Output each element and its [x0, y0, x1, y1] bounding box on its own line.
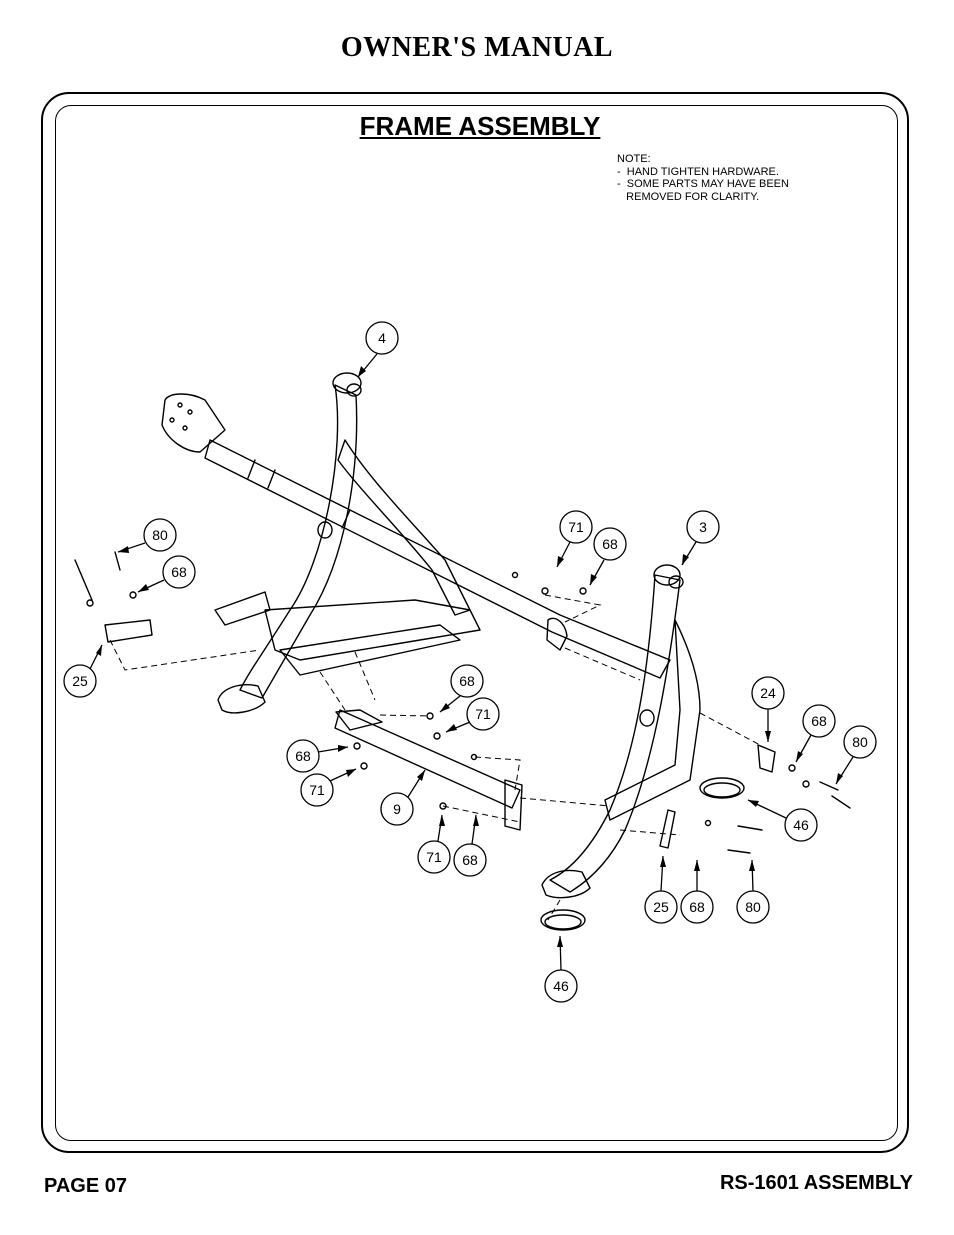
- foot-right: [541, 869, 591, 899]
- upright-4-top-bushing: [332, 372, 362, 394]
- note-line: - HAND TIGHTEN HARDWARE.: [617, 165, 779, 178]
- tube-9: [334, 709, 521, 809]
- brace-4: [337, 439, 471, 616]
- foot-left: [217, 684, 266, 714]
- callout-label: 3: [699, 519, 707, 535]
- callout-label: 25: [653, 899, 669, 915]
- callout-label: 46: [553, 978, 569, 994]
- page-number: PAGE 07: [44, 1175, 127, 1197]
- callout-label: 24: [760, 685, 776, 701]
- callout-label: 68: [689, 899, 705, 915]
- callout-label: 9: [393, 801, 401, 817]
- callout-label: 80: [152, 527, 168, 543]
- main-tube: [204, 439, 671, 679]
- callout-label: 71: [426, 849, 442, 865]
- lower-base: [264, 599, 481, 661]
- end-cap-46-bottom: [540, 909, 586, 931]
- bracket-25-left: [104, 619, 153, 643]
- callout-label: 68: [295, 748, 311, 764]
- note-line: - SOME PARTS MAY HAVE BEEN: [617, 178, 789, 190]
- callout-label: 68: [811, 713, 827, 729]
- callout-label: 80: [745, 899, 761, 915]
- end-cap-46-right: [699, 777, 745, 799]
- callout-label: 4: [378, 330, 386, 346]
- model-assembly-label: RS-1601 ASSEMBLY: [719, 1172, 913, 1194]
- note-line: NOTE:: [617, 153, 651, 165]
- upright-3-top-bushing: [653, 564, 681, 586]
- brace-3: [604, 619, 701, 821]
- callout-label: 68: [602, 536, 618, 552]
- callout-label: 68: [171, 564, 187, 580]
- upright-4: [239, 384, 358, 699]
- bracket-24-right: [757, 744, 776, 773]
- assembly-note: NOTE: - HAND TIGHTEN HARDWARE. - SOME PA…: [617, 153, 789, 203]
- callout-label: 68: [462, 852, 478, 868]
- page-header-title: OWNER'S MANUAL: [340, 32, 614, 63]
- callout-label: 71: [475, 706, 491, 722]
- callout-label: 46: [793, 817, 809, 833]
- upright-3: [549, 574, 681, 893]
- section-title: FRAME ASSEMBLY: [359, 111, 601, 141]
- inner-frame-border: [55, 105, 898, 1141]
- outer-frame-border: [41, 92, 909, 1153]
- callout-label: 25: [72, 673, 88, 689]
- note-line: REMOVED FOR CLARITY.: [617, 190, 760, 203]
- bracket-25-bottom: [659, 809, 676, 849]
- callout-label: 80: [852, 734, 868, 750]
- callout-label: 68: [459, 673, 475, 689]
- callout-label: 71: [568, 519, 584, 535]
- callout-label: 71: [309, 782, 325, 798]
